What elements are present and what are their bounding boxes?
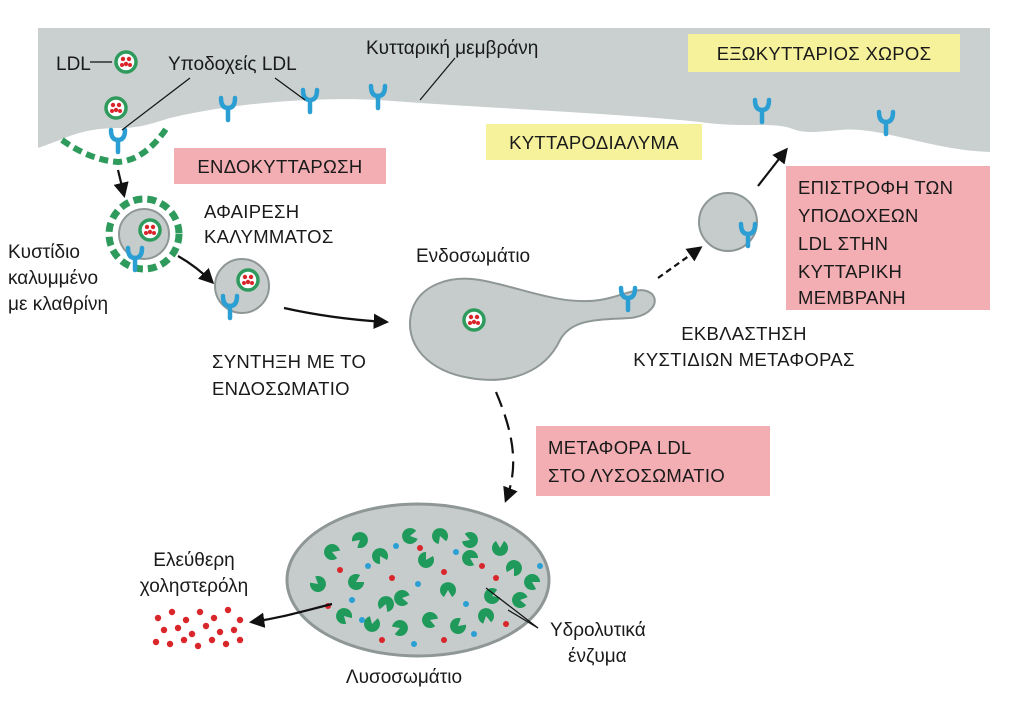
particle-dot [471, 631, 477, 637]
label-clathrin-vesicle-line1: Κυστίδιο [8, 242, 80, 263]
particle-dot [359, 617, 365, 623]
leader-line [121, 77, 191, 131]
cholesterol-dot [154, 614, 162, 622]
receptor-icon [111, 130, 125, 152]
ldl-particle-icon [104, 96, 128, 120]
transport-vesicle [698, 192, 758, 252]
leader-line [419, 57, 456, 101]
lysosome [285, 502, 551, 658]
cholesterol-dot [230, 626, 238, 634]
ldl-particle-icon [236, 268, 260, 292]
cholesterol-dot [194, 642, 202, 650]
cholesterol-dot [180, 636, 188, 644]
label-receptor-return-line5: ΜΕΜΒΡΑΝΗ [798, 287, 906, 308]
particle-dot [479, 563, 485, 569]
label-fusion-line1: ΣΥΝΤΗΞΗ ΜΕ ΤΟ [212, 351, 366, 372]
endosome [409, 277, 656, 381]
particle-dot [411, 641, 417, 647]
particle-dot [537, 563, 543, 569]
cholesterol-dot [152, 638, 160, 646]
cholesterol-dot [208, 636, 216, 644]
cholesterol-dot [160, 626, 168, 634]
particle-dot [393, 543, 399, 549]
cholesterol-dot [216, 628, 224, 636]
label-hydrolytic-enzymes-line1: Υδρολυτικά [550, 620, 646, 641]
ldl-transport-label-box [536, 426, 770, 496]
label-endosome: Ενδοσωμάτιο [416, 246, 530, 267]
ldl-particle-icon [114, 50, 138, 74]
particle-dot [379, 637, 385, 643]
label-ldl-transport-line1: ΜΕΤΑΦΟΡΑ LDL [548, 437, 692, 458]
label-receptor-return-line4: ΚΥΤΤΑΡΙΚΗ [798, 261, 902, 282]
cholesterol-dot [222, 640, 230, 648]
label-budding-line1: ΕΚΒΛΑΣΤΗΣΗ [681, 323, 807, 344]
cholesterol-dot [182, 616, 190, 624]
label-hydrolytic-enzymes-line2: ένζυμα [568, 646, 627, 667]
label-ldl: LDL [56, 54, 91, 75]
arrow-to-lysosome [494, 391, 518, 503]
label-receptor-return-line1: ΕΠΙΣΤΡΟΦΗ ΤΩΝ [798, 177, 953, 198]
clathrin-pit-coat [60, 124, 171, 166]
cytosol-label-box [486, 124, 702, 160]
arrow-endocytosis [113, 169, 129, 198]
ldl-particle-icon [462, 308, 486, 332]
leader-line [274, 77, 306, 101]
particle-dot [441, 569, 447, 575]
label-budding-line2: ΚΥΣΤΙΔΙΩΝ ΜΕΤΑΦΟΡΑΣ [633, 349, 854, 370]
label-extracellular-space: ΕΞΩΚΥΤΤΑΡΙΟΣ ΧΩΡΟΣ [717, 43, 932, 64]
cholesterol-dot [236, 636, 244, 644]
cholesterol-dot [196, 608, 204, 616]
particle-dot [493, 575, 499, 581]
clathrin-coated-vesicle [105, 195, 183, 273]
cholesterol-dot [168, 608, 176, 616]
label-cytosol: ΚΥΤΤΑΡΟΔΙΑΛΥΜΑ [509, 132, 679, 153]
free-cholesterol-dots [152, 606, 244, 650]
uncoated-vesicle [214, 258, 270, 318]
cholesterol-dot [236, 616, 244, 624]
particle-dot [349, 597, 355, 603]
arrow-budding [657, 246, 703, 279]
label-receptor-return-line3: LDL ΣΤΗΝ [798, 233, 888, 254]
label-fusion-line2: ΕΝΔΟΣΩΜΑΤΙΟ [212, 378, 350, 399]
ldl-particle-icon [138, 218, 162, 242]
receptor-return-label-box [786, 166, 990, 310]
cholesterol-dot [166, 640, 174, 648]
particle-dot [337, 567, 343, 573]
arrow-cholesterol [248, 602, 333, 628]
label-receptor-return-line2: ΥΠΟΔΟΧΕΩΝ [798, 205, 919, 226]
cholesterol-dot [202, 622, 210, 630]
label-endocytosis: ΕΝΔΟΚΥΤΤΑΡΩΣΗ [197, 156, 362, 177]
particle-dot [453, 549, 459, 555]
cholesterol-dot [188, 630, 196, 638]
particle-dot [441, 637, 447, 643]
particle-dot [463, 601, 469, 607]
particle-dot [503, 621, 509, 627]
label-free-cholesterol-line1: Ελεύθερη [153, 550, 234, 571]
label-ldl-receptors: Υποδοχείς LDL [168, 54, 297, 75]
label-clathrin-vesicle-line2: καλυμμένο [8, 268, 98, 289]
arrow-uncoating [177, 255, 215, 285]
label-uncoating-line2: ΚΑΛΥΜΜΑΤΟΣ [204, 226, 334, 247]
extracellular-label-box [688, 34, 960, 72]
label-uncoating-line1: ΑΦΑΙΡΕΣΗ [204, 201, 299, 222]
arrow-return [757, 147, 788, 187]
particle-dot [417, 545, 423, 551]
particle-dot [415, 581, 421, 587]
cholesterol-dot [174, 624, 182, 632]
label-cell-membrane: Κυτταρική μεμβράνη [366, 38, 538, 59]
arrow-fusion [283, 306, 390, 329]
label-ldl-transport-line2: ΣΤΟ ΛΥΣΟΣΩΜΑΤΙΟ [548, 465, 725, 486]
particle-dot [389, 575, 395, 581]
label-free-cholesterol-line2: χοληστερόλη [140, 576, 249, 597]
cholesterol-dot [210, 614, 218, 622]
particle-dot [365, 563, 371, 569]
cholesterol-dot [224, 606, 232, 614]
label-clathrin-vesicle-line3: με κλαθρίνη [8, 294, 108, 315]
leader-line [507, 609, 539, 629]
endocytosis-label-box [174, 148, 386, 184]
label-lysosome: Λυσοσωμάτιο [346, 667, 462, 688]
leader-line [485, 587, 539, 629]
